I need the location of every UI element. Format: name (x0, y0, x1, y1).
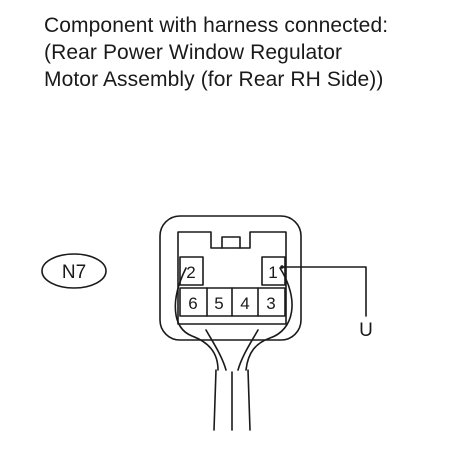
connector-code-label: N7 (62, 262, 86, 283)
terminal-cell-1 (261, 256, 286, 286)
harness-wire (174, 267, 219, 371)
caption-line-2: (Rear Power Window Regulator (44, 41, 343, 64)
probe-wire (281, 266, 367, 317)
harness-wire (237, 329, 259, 371)
harness-bundle (247, 369, 251, 431)
pin-label-6: 6 (188, 294, 197, 313)
harness-bundle (213, 369, 217, 431)
connector-inner-housing (177, 231, 287, 325)
pin-label-2: 2 (186, 263, 195, 282)
pin-label-4: 4 (240, 294, 249, 313)
harness-wire (205, 329, 227, 371)
probe-label: U (359, 320, 373, 341)
connector-outer-housing (159, 215, 302, 341)
terminal-cell-2 (179, 256, 204, 286)
caption-line-1: Component with harness connected: (44, 14, 389, 37)
connector-lock-tab (221, 236, 241, 249)
connector-code-oval (41, 253, 107, 289)
pin-label-3: 3 (266, 294, 275, 313)
pin-label-5: 5 (214, 294, 223, 313)
harness-wire (245, 267, 293, 371)
caption-line-3: Motor Assembly (for Rear RH Side)) (44, 68, 384, 91)
pin-label-1: 1 (268, 263, 277, 282)
caption: Component with harness connected: (Rear … (44, 12, 464, 93)
